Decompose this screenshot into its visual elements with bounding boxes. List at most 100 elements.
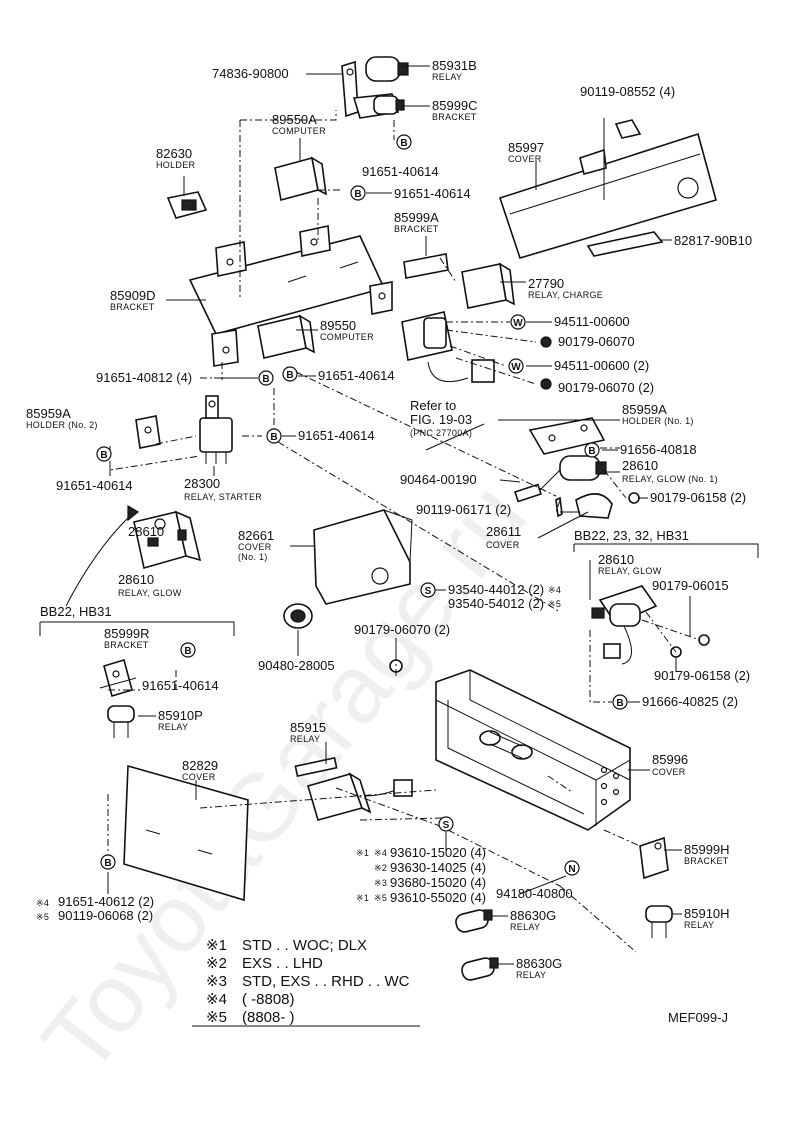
label-88630g-a-sub: RELAY bbox=[510, 922, 540, 932]
label-85910h: 85910H bbox=[684, 906, 730, 921]
part-labels: 74836-90800 85931B RELAY 85999C BRACKET … bbox=[26, 58, 752, 980]
refer-line2: FIG. 19-03 bbox=[410, 412, 472, 427]
label-28611-sub: COVER bbox=[486, 540, 520, 550]
svg-text:B: B bbox=[262, 374, 269, 385]
label-85909d: 85909D bbox=[110, 288, 156, 303]
arrow-head bbox=[127, 504, 140, 522]
label-85999c: 85999C bbox=[432, 98, 478, 113]
label-91651-40614-a: 91651-40614 bbox=[362, 164, 439, 179]
label-90480: 90480-28005 bbox=[258, 658, 335, 673]
mark-2-a: ※2 bbox=[374, 863, 387, 873]
label-94511-b: 94511-00600 (2) bbox=[554, 358, 649, 373]
label-91656-40818: 91656-40818 bbox=[620, 442, 697, 457]
svg-text:S: S bbox=[443, 820, 450, 831]
mark-5-a: ※5 bbox=[548, 599, 561, 609]
svg-text:B: B bbox=[616, 698, 623, 709]
svg-text:B: B bbox=[400, 138, 407, 149]
label-90179-06070-a: 90179-06070 bbox=[558, 334, 635, 349]
label-85999c-sub: BRACKET bbox=[432, 112, 477, 122]
label-85910p: 85910P bbox=[158, 708, 203, 723]
bolt-symbol-10: B bbox=[100, 854, 116, 870]
refer-line3: (PNC 27700A) bbox=[410, 428, 472, 438]
label-90179-06158-b: 90179-06158 (2) bbox=[654, 668, 750, 683]
label-85999r: 85999R bbox=[104, 626, 150, 641]
label-28300-sub: RELAY, STARTER bbox=[184, 492, 262, 502]
label-28611: 28611 bbox=[486, 524, 521, 539]
label-85931b-sub: RELAY bbox=[432, 72, 462, 82]
label-28300: 28300 bbox=[184, 476, 220, 491]
group-bracket-left bbox=[39, 621, 235, 636]
nut-symbol-1: N bbox=[564, 860, 580, 876]
relay-charge-27790-drawing bbox=[461, 262, 515, 309]
svg-text:B: B bbox=[270, 432, 277, 443]
relay-glow-28610-right-drawing bbox=[591, 585, 658, 665]
relay-starter-28300-drawing bbox=[199, 395, 233, 464]
relay-85931b-drawing bbox=[341, 56, 409, 118]
label-85999a-sub: BRACKET bbox=[394, 224, 439, 234]
label-85909d-sub: BRACKET bbox=[110, 302, 155, 312]
cover-85996-drawing bbox=[435, 669, 631, 831]
legend-2-mark: ※2 bbox=[206, 955, 227, 972]
label-74836: 74836-90800 bbox=[212, 66, 289, 81]
leader-lines bbox=[107, 65, 691, 965]
mark-5-b: ※5 bbox=[374, 893, 387, 903]
holder-85959a-no1-drawing bbox=[528, 417, 606, 455]
label-93630-14025: 93630-14025 (4) bbox=[390, 860, 486, 875]
label-28610-right-sub: RELAY, GLOW bbox=[598, 566, 662, 576]
label-90179-06158-a: 90179-06158 (2) bbox=[650, 490, 746, 505]
bolt-symbol-8: B bbox=[612, 694, 628, 710]
label-85996: 85996 bbox=[652, 752, 688, 767]
label-85931b: 85931B bbox=[432, 58, 477, 73]
mark-5-c: ※5 bbox=[36, 912, 49, 922]
group-bracket-right bbox=[573, 543, 759, 558]
holder-82630-drawing bbox=[166, 191, 208, 219]
label-27790: 27790 bbox=[528, 276, 564, 291]
label-91651-40614-d: 91651-40614 bbox=[56, 478, 133, 493]
holder-85959a-no2-drawing bbox=[135, 415, 161, 449]
bolt-symbol-3: B bbox=[258, 370, 274, 386]
legend-2-text: EXS . . LHD bbox=[242, 955, 323, 972]
legend: ※1 STD . . WOC; DLX ※2 EXS . . LHD ※3 ST… bbox=[192, 937, 420, 1027]
label-28610-left: 28610 bbox=[128, 524, 164, 539]
label-85959a-no2: 85959A bbox=[26, 406, 71, 421]
label-85996-sub: COVER bbox=[652, 767, 686, 777]
label-28610-right: 28610 bbox=[598, 552, 634, 567]
label-85999h-sub: BRACKET bbox=[684, 856, 729, 866]
legend-1-text: STD . . WOC; DLX bbox=[242, 937, 367, 954]
label-93540-54012: 93540-54012 (2) bbox=[448, 596, 544, 611]
label-28610-no1-sub: RELAY, GLOW (No. 1) bbox=[622, 474, 718, 484]
label-91651-40812: 91651-40812 (4) bbox=[96, 370, 192, 385]
label-88630g-b: 88630G bbox=[516, 956, 562, 971]
mark-4-c: ※4 bbox=[36, 898, 49, 908]
legend-3-mark: ※3 bbox=[206, 973, 227, 990]
label-91651-40614-b: 91651-40614 bbox=[394, 186, 471, 201]
svg-text:B: B bbox=[100, 450, 107, 461]
refer-line1: Refer to bbox=[410, 398, 456, 413]
svg-text:B: B bbox=[104, 858, 111, 869]
relay-85910p-drawing bbox=[107, 705, 135, 738]
label-28610-left-sub: RELAY, GLOW bbox=[118, 588, 182, 598]
bolt-symbol-5: B bbox=[266, 428, 282, 444]
bracket-85999c-drawing bbox=[352, 93, 405, 119]
label-91651-40614-f: 91651-40614 bbox=[142, 678, 219, 693]
label-82661: 82661 bbox=[238, 528, 274, 543]
label-85999r-sub: BRACKET bbox=[104, 640, 149, 650]
group-label-bb22-23-32-hb31: BB22, 23, 32, HB31 bbox=[574, 528, 689, 543]
group-label-bb22-hb31: BB22, HB31 bbox=[40, 604, 112, 619]
svg-text:W: W bbox=[513, 318, 523, 329]
label-91651-40612: 91651-40612 (2) bbox=[58, 894, 154, 909]
fastener-symbols: B B B B B B B B B B W W S S N bbox=[96, 134, 628, 876]
mark-1-a: ※1 bbox=[356, 848, 369, 858]
label-82661-sub2: (No. 1) bbox=[238, 552, 268, 562]
svg-text:N: N bbox=[568, 864, 575, 875]
svg-text:B: B bbox=[354, 189, 361, 200]
label-82661-sub1: COVER bbox=[238, 542, 272, 552]
bracket-85999r-drawing bbox=[99, 658, 137, 698]
bracket-85999h-drawing bbox=[639, 836, 669, 880]
grommet-90480-drawing bbox=[283, 603, 313, 629]
bolt-symbol-1: B bbox=[396, 134, 412, 150]
label-93540-44012: 93540-44012 (2) bbox=[448, 582, 544, 597]
label-88630g-a: 88630G bbox=[510, 908, 556, 923]
figure-code: MEF099-J bbox=[668, 1010, 728, 1025]
legend-1-mark: ※1 bbox=[206, 937, 227, 954]
